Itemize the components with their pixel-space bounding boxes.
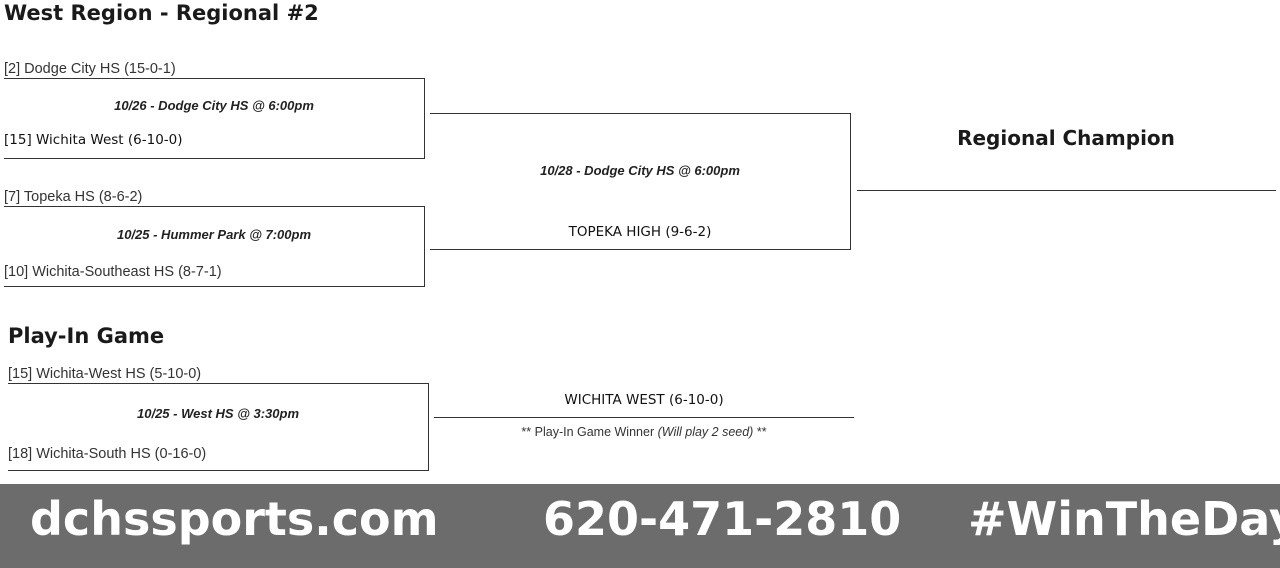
game1-bracket-box [4, 78, 425, 159]
playin-note-suffix: ** [753, 425, 767, 439]
game1-top-team: [2] Dodge City HS (15-0-1) [4, 61, 176, 77]
footer-banner: dchssports.com 620-471-2810 #WinTheDay [0, 484, 1280, 568]
playin-note-italic: (Will play 2 seed) [657, 425, 754, 439]
playin-title: Play-In Game [8, 324, 165, 348]
game1-bottom-team: [15] Wichita West (6-10-0) [4, 132, 183, 148]
playin-note-prefix: ** Play-In Game Winner [521, 425, 658, 439]
playin-winner-line [434, 417, 854, 418]
playin-bracket-box [8, 383, 429, 471]
game2-info: 10/25 - Hummer Park @ 7:00pm [116, 227, 312, 242]
playin-winner-note: ** Play-In Game Winner (Will play 2 seed… [434, 425, 854, 439]
regional-champion-label: Regional Champion [957, 126, 1175, 150]
final-top-line [430, 113, 850, 114]
final-right-line [850, 113, 851, 249]
footer-hashtag: #WinTheDay [968, 492, 1280, 546]
playin-info: 10/25 - West HS @ 3:30pm [137, 406, 299, 421]
final-bottom-line [430, 249, 851, 250]
playin-winner: WICHITA WEST (6-10-0) [564, 392, 724, 408]
game2-top-team: [7] Topeka HS (8-6-2) [4, 189, 143, 205]
playin-top-team: [15] Wichita-West HS (5-10-0) [8, 366, 202, 382]
champion-line [857, 190, 1276, 191]
page-title: West Region - Regional #2 [4, 1, 319, 25]
game2-bottom-team: [10] Wichita-Southeast HS (8-7-1) [4, 264, 222, 280]
final-info: 10/28 - Dodge City HS @ 6:00pm [540, 163, 740, 178]
game2-bracket-box [4, 206, 425, 287]
game1-info: 10/26 - Dodge City HS @ 6:00pm [114, 98, 314, 113]
final-advancing-team: TOPEKA HIGH (9-6-2) [568, 224, 712, 240]
playin-bottom-team: [18] Wichita-South HS (0-16-0) [8, 446, 207, 462]
footer-phone: 620-471-2810 [543, 492, 902, 546]
footer-website: dchssports.com [30, 492, 439, 546]
